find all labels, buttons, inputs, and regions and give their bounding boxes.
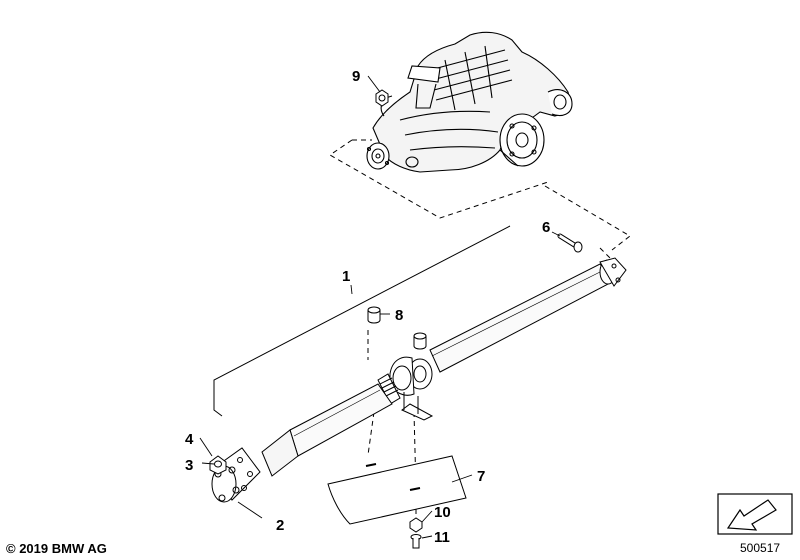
callout-11[interactable]: 11 bbox=[434, 529, 450, 546]
diagram-number: 500517 bbox=[740, 541, 781, 555]
callout-6[interactable]: 6 bbox=[542, 219, 550, 236]
part-9-nut[interactable] bbox=[375, 89, 389, 107]
callout-8[interactable]: 8 bbox=[395, 307, 403, 324]
part-3-4-bolt[interactable] bbox=[209, 455, 227, 475]
part-8-bushing[interactable] bbox=[367, 306, 427, 350]
callout-4[interactable]: 4 bbox=[185, 431, 194, 448]
part-11-screw[interactable] bbox=[410, 534, 422, 549]
arrow-down-left-icon[interactable] bbox=[717, 493, 793, 535]
part-1-bracket-line bbox=[213, 225, 511, 417]
callout-2[interactable]: 2 bbox=[276, 517, 284, 534]
callout-9[interactable]: 9 bbox=[352, 68, 360, 85]
callout-10[interactable]: 10 bbox=[434, 504, 451, 521]
part-6-bolt[interactable] bbox=[557, 233, 583, 253]
rear-differential[interactable] bbox=[366, 31, 573, 173]
callout-leader-lines bbox=[199, 75, 561, 539]
callout-7[interactable]: 7 bbox=[477, 468, 485, 485]
callout-3[interactable]: 3 bbox=[185, 457, 193, 474]
part-7-heat-shield[interactable] bbox=[327, 455, 467, 525]
copyright-text: © 2019 BMW AG bbox=[6, 541, 107, 556]
part-10-nut[interactable] bbox=[409, 517, 423, 533]
callout-1[interactable]: 1 bbox=[342, 268, 350, 285]
